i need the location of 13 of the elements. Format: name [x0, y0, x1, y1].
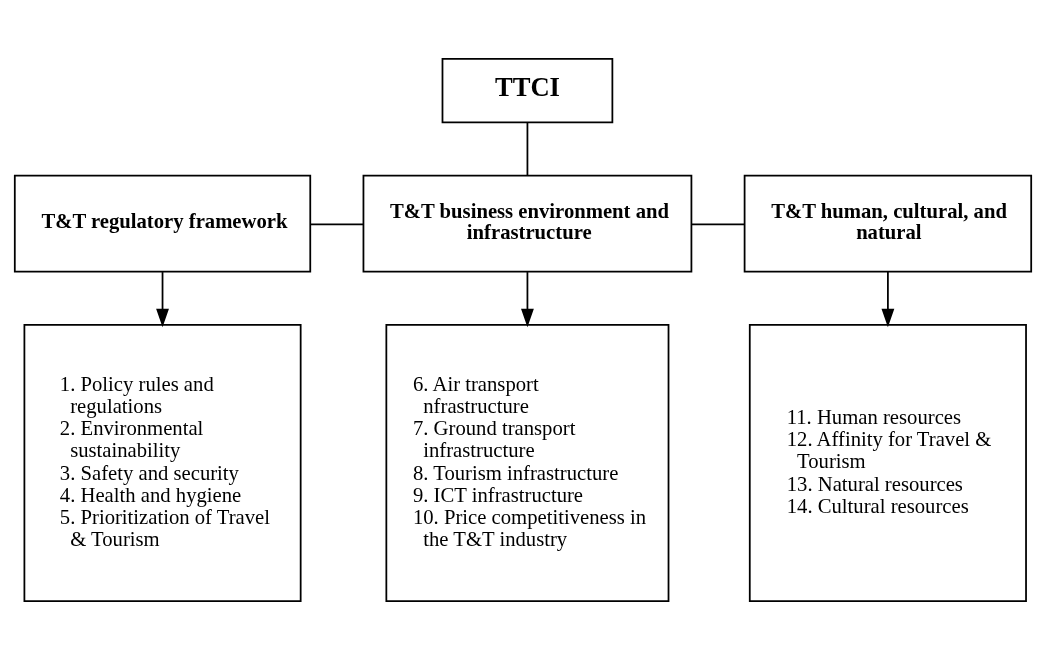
node-box: T&T regulatory framework [13, 174, 312, 273]
node-box: TTCI [441, 58, 614, 124]
node-box: 11. Human resources 12. Affinity for Travel & Tourism 13. Natural resources 14. Cultural resources [748, 323, 1027, 602]
node-box: T&T business environment and infrastructure [362, 174, 693, 273]
arrow [156, 271, 169, 328]
connector [309, 223, 365, 226]
connector [526, 121, 529, 176]
node-box: 6. Air transport nfrastructure 7. Ground transport infrastructure 8. Tourism infrastructure 9. ICT infrastructure 10. Price competitiveness in the T&T industry [385, 323, 670, 602]
arrow [881, 271, 895, 328]
arrow [521, 271, 534, 328]
node-box: T&T human, cultural, and natural [743, 174, 1033, 273]
node-box: 1. Policy rules and regulations 2. Environmental sustainability 3. Safety and security 4. Health and hygiene 5. Prioritization of Travel & Tourism [23, 323, 302, 602]
connector [690, 223, 746, 226]
